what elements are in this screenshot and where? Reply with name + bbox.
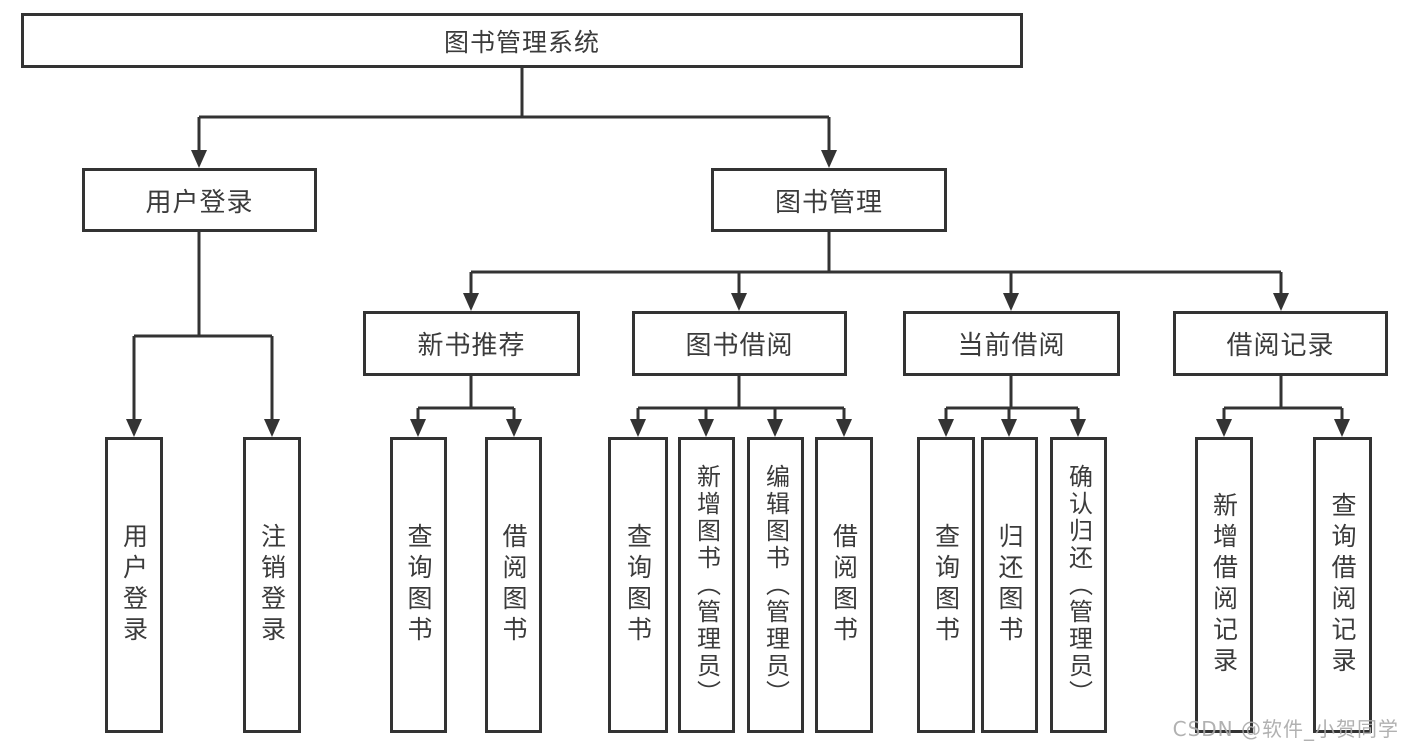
csdn-watermark: CSDN @软件_小贺同学 bbox=[1172, 717, 1399, 741]
leaf-records-query-record: 查询借阅记录 bbox=[1313, 437, 1372, 733]
node-book-management: 图书管理 bbox=[711, 168, 947, 232]
leaf-logout: 注销登录 bbox=[243, 437, 301, 733]
leaf-current-query-books: 查询图书 bbox=[917, 437, 975, 733]
node-book-borrow: 图书借阅 bbox=[632, 311, 847, 376]
leaf-current-confirm-return-admin: 确认归还（管理员） bbox=[1050, 437, 1107, 733]
node-current-borrow: 当前借阅 bbox=[903, 311, 1120, 376]
leaf-newbook-query-books: 查询图书 bbox=[390, 437, 447, 733]
leaf-records-add-record: 新增借阅记录 bbox=[1195, 437, 1253, 733]
leaf-borrow-edit-books-admin: 编辑图书（管理员） bbox=[747, 437, 804, 733]
leaf-borrow-borrow-books: 借阅图书 bbox=[815, 437, 873, 733]
leaf-borrow-query-books: 查询图书 bbox=[608, 437, 668, 733]
node-borrow-records: 借阅记录 bbox=[1173, 311, 1388, 376]
node-user-login: 用户登录 bbox=[82, 168, 317, 232]
node-root-system: 图书管理系统 bbox=[21, 13, 1023, 68]
leaf-user-login: 用户登录 bbox=[105, 437, 163, 733]
node-new-book-recommend: 新书推荐 bbox=[363, 311, 580, 376]
leaf-borrow-add-books-admin: 新增图书（管理员） bbox=[678, 437, 735, 733]
leaf-current-return-books: 归还图书 bbox=[981, 437, 1038, 733]
leaf-newbook-borrow-books: 借阅图书 bbox=[485, 437, 542, 733]
